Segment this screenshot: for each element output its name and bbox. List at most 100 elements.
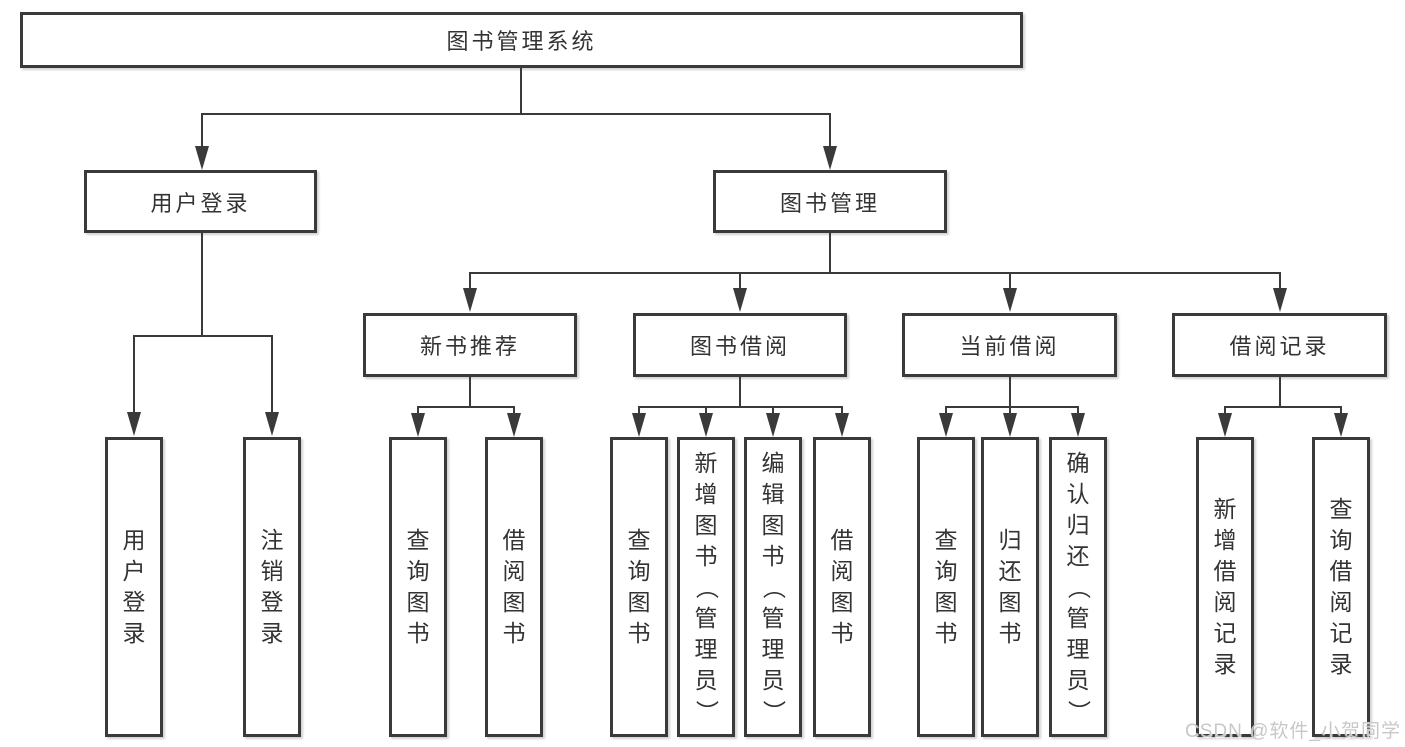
connector-line-vertical bbox=[1279, 377, 1281, 408]
vertical-char: 图 bbox=[627, 589, 651, 615]
vertical-char: 录 bbox=[260, 620, 284, 646]
vertical-char: 阅 bbox=[1329, 589, 1353, 615]
leaf-current-confirm-return-admin: 确认归还（管理员） bbox=[1049, 437, 1107, 737]
arrow-down-icon bbox=[127, 412, 141, 436]
arrow-down-icon bbox=[1003, 288, 1017, 312]
vertical-char: 登 bbox=[260, 589, 284, 615]
vertical-char: 理 bbox=[761, 635, 785, 662]
connector-line-vertical bbox=[1009, 272, 1011, 289]
vertical-char: 理 bbox=[1066, 635, 1090, 662]
connector-line-vertical bbox=[1009, 406, 1011, 414]
node-label: 借阅记录 bbox=[1229, 334, 1330, 359]
vertical-char: 确 bbox=[1066, 449, 1090, 476]
vertical-char: 书 bbox=[627, 620, 651, 646]
vertical-char: 询 bbox=[1329, 527, 1353, 553]
arrow-down-icon bbox=[939, 413, 953, 437]
vertical-char: 查 bbox=[627, 527, 651, 553]
arrow-down-icon bbox=[1071, 413, 1085, 437]
vertical-char: 注 bbox=[260, 527, 284, 553]
leaf-borrowing-query-books: 查询图书 bbox=[610, 437, 668, 737]
arrow-down-icon bbox=[823, 146, 837, 170]
vertical-char: 阅 bbox=[502, 558, 526, 584]
connector-line-horizontal bbox=[417, 406, 515, 408]
vertical-char: 增 bbox=[1213, 527, 1237, 553]
vertical-char: 书 bbox=[934, 620, 958, 646]
vertical-char: （ bbox=[1065, 575, 1092, 599]
node-label: 新增图书（管理员） bbox=[680, 440, 732, 734]
arrow-down-icon bbox=[195, 146, 209, 170]
vertical-char: 图 bbox=[998, 589, 1022, 615]
vertical-char: 阅 bbox=[1213, 589, 1237, 615]
leaf-borrowing-edit-books-admin: 编辑图书（管理员） bbox=[744, 437, 802, 737]
connector-line-vertical bbox=[513, 406, 515, 414]
vertical-char: 辑 bbox=[761, 480, 785, 507]
vertical-char: 还 bbox=[998, 558, 1022, 584]
vertical-char: 借 bbox=[1329, 558, 1353, 584]
vertical-char: 书 bbox=[998, 620, 1022, 646]
connector-line-vertical bbox=[1340, 406, 1342, 414]
vertical-char: 销 bbox=[260, 558, 284, 584]
connector-line-vertical bbox=[1224, 406, 1226, 414]
node-label: 查询图书 bbox=[613, 440, 665, 734]
vertical-char: 书 bbox=[830, 620, 854, 646]
vertical-char: 借 bbox=[1213, 558, 1237, 584]
vertical-char: 询 bbox=[934, 558, 958, 584]
arrow-down-icon bbox=[507, 413, 521, 437]
vertical-char: 书 bbox=[694, 542, 718, 569]
connector-line-vertical bbox=[520, 68, 522, 114]
arrow-down-icon bbox=[265, 412, 279, 436]
leaf-borrowing-borrow-books: 借阅图书 bbox=[813, 437, 871, 737]
arrow-down-icon bbox=[835, 413, 849, 437]
vertical-char: 用 bbox=[122, 527, 146, 553]
node-book-borrowing: 图书借阅 bbox=[633, 313, 847, 377]
connector-line-vertical bbox=[705, 406, 707, 414]
connector-line-vertical bbox=[841, 406, 843, 414]
connector-line-horizontal bbox=[1224, 406, 1342, 408]
connector-line-vertical bbox=[739, 272, 741, 289]
node-label: 图书借阅 bbox=[689, 334, 790, 359]
arrow-down-icon bbox=[463, 288, 477, 312]
vertical-char: 新 bbox=[1213, 496, 1237, 522]
vertical-char: 查 bbox=[406, 527, 430, 553]
vertical-char: 书 bbox=[406, 620, 430, 646]
vertical-char: 录 bbox=[1329, 651, 1353, 677]
vertical-char: （ bbox=[693, 575, 720, 599]
arrow-down-icon bbox=[632, 413, 646, 437]
node-borrowing-records: 借阅记录 bbox=[1172, 313, 1387, 377]
connector-line-vertical bbox=[133, 335, 135, 413]
vertical-char: 登 bbox=[122, 589, 146, 615]
vertical-char: 新 bbox=[694, 449, 718, 476]
node-label: 图书管理系统 bbox=[446, 29, 597, 54]
vertical-char: （ bbox=[760, 575, 787, 599]
vertical-char: ） bbox=[693, 699, 720, 723]
vertical-char: 借 bbox=[502, 527, 526, 553]
vertical-char: 认 bbox=[1066, 480, 1090, 507]
node-user-login: 用户登录 bbox=[84, 170, 317, 233]
vertical-char: 编 bbox=[761, 449, 785, 476]
connector-line-horizontal bbox=[638, 406, 843, 408]
leaf-records-add-record: 新增借阅记录 bbox=[1196, 437, 1254, 737]
vertical-char: 归 bbox=[998, 527, 1022, 553]
arrow-down-icon bbox=[1273, 288, 1287, 312]
vertical-char: ） bbox=[1065, 699, 1092, 723]
node-label: 借阅图书 bbox=[816, 440, 868, 734]
node-label: 新增借阅记录 bbox=[1199, 440, 1251, 734]
vertical-char: 借 bbox=[830, 527, 854, 553]
vertical-char: 书 bbox=[761, 542, 785, 569]
vertical-char: ） bbox=[760, 699, 787, 723]
connector-line-vertical bbox=[1009, 377, 1011, 408]
connector-line-vertical bbox=[638, 406, 640, 414]
connector-line-vertical bbox=[1077, 406, 1079, 414]
connector-line-vertical bbox=[772, 406, 774, 414]
connector-line-vertical bbox=[417, 406, 419, 414]
leaf-logout: 注销登录 bbox=[243, 437, 301, 737]
arrow-down-icon bbox=[766, 413, 780, 437]
vertical-char: 理 bbox=[694, 635, 718, 662]
vertical-char: 员 bbox=[1066, 666, 1090, 693]
connector-line-vertical bbox=[829, 233, 831, 274]
leaf-recommend-query-books: 查询图书 bbox=[389, 437, 447, 737]
vertical-char: 员 bbox=[694, 666, 718, 693]
connector-line-horizontal bbox=[201, 113, 831, 115]
node-label: 新书推荐 bbox=[419, 334, 520, 359]
vertical-char: 管 bbox=[1066, 604, 1090, 631]
